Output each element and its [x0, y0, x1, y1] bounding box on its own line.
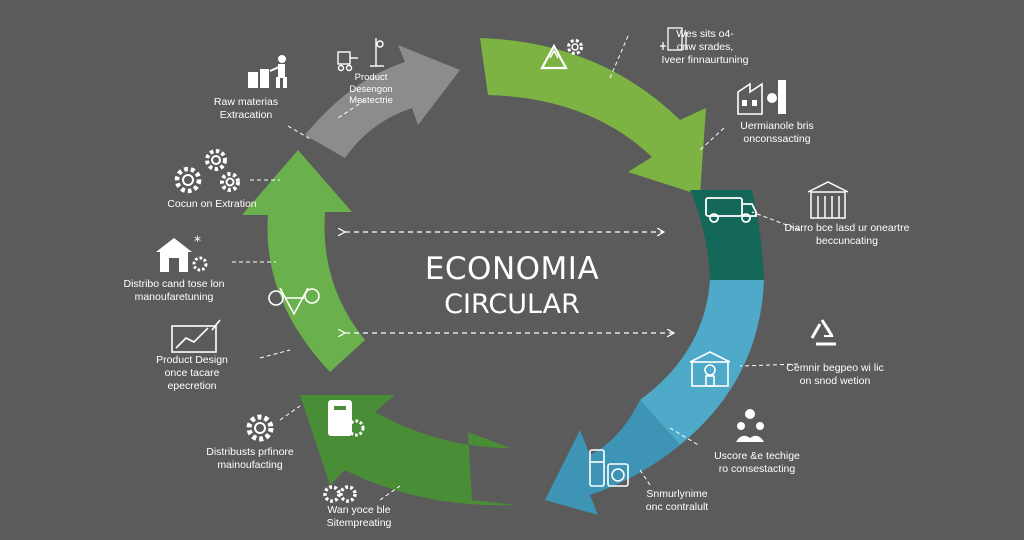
- label-distribution-left-bottom: Distribusts prfinore mainoufacting: [190, 446, 310, 472]
- label-line: Raw materias: [213, 96, 279, 108]
- sweep-icon: [268, 287, 320, 316]
- label-line: onc contralult: [645, 501, 709, 513]
- label-remanufacture: Uermianole bris onconssacting: [722, 120, 832, 146]
- store-icon: [689, 351, 731, 387]
- factory-icon: [737, 80, 786, 115]
- laptop-chart-icon: [171, 319, 221, 353]
- label-line: Wes sits o4-: [676, 28, 734, 40]
- blue-arrow-segment: [545, 400, 680, 515]
- gray-arrow-segment: [305, 45, 460, 158]
- label-raw-materials: Raw materias Extracation: [196, 96, 296, 122]
- label-line: Iveer finnaurtuning: [661, 54, 749, 66]
- label-line: Uermianole bris: [740, 120, 814, 132]
- label-product-design-top: Product Desengon Mestectrie: [336, 72, 406, 107]
- hands-icon: [736, 409, 764, 442]
- battery-icon: [328, 400, 365, 437]
- diagram-title: ECONOMIA CIRCULAR: [362, 250, 662, 322]
- label-line: ro consestacting: [718, 463, 796, 475]
- gears-icon: [323, 485, 357, 503]
- label-line: beccuncating: [816, 235, 878, 247]
- label-distribution-right: Diarro bce lasd ur oneartre beccuncating: [772, 222, 922, 248]
- label-line: Wan yoce ble: [327, 504, 391, 516]
- label-line: Cemnir begpeo wi lic: [786, 362, 884, 374]
- label-use-right: Uscore &e techige ro consestacting: [692, 450, 822, 476]
- label-line: Snmurlynime: [646, 488, 708, 500]
- svg-text:*: *: [194, 234, 201, 250]
- label-line: Distribo cand tose lon: [123, 278, 225, 290]
- label-line: Uscore &e techige: [714, 450, 800, 462]
- machine-icon: [660, 27, 687, 51]
- green-left-arrow-segment: [242, 150, 365, 372]
- label-product-design-left: Product Design once tacare epecretion: [142, 354, 242, 393]
- teal-segment: [690, 190, 764, 280]
- label-consume-bottom: Snmurlynime onc contralult: [622, 488, 732, 514]
- label-line: onconssacting: [743, 133, 811, 145]
- label-line: on snod wetion: [799, 375, 871, 387]
- truck-icon: [705, 197, 757, 223]
- worker-icon: [248, 55, 287, 88]
- green-top-arrow-segment: [480, 38, 706, 195]
- label-line: onw srades,: [676, 41, 734, 53]
- forklift-icon: [337, 38, 384, 72]
- label-waste-bottom: Wan yoce ble Sitempreating: [304, 504, 414, 530]
- title-line-2: CIRCULAR: [444, 289, 580, 320]
- label-line: Cocun on Extration: [167, 198, 257, 210]
- label-distribution-left: Distribo cand tose lon manoufaretuning: [104, 278, 244, 304]
- label-consumer-right: Cemnir begpeo wi lic on snod wetion: [770, 362, 900, 388]
- label-line: Desengon: [349, 83, 393, 95]
- label-line: Mestectrie: [349, 95, 393, 106]
- house-gear-icon: *: [156, 234, 208, 272]
- label-line: Product Design: [156, 354, 228, 366]
- small-gears-icon: [174, 149, 240, 194]
- recycle-icon: [810, 319, 836, 346]
- label-line: Extracation: [219, 109, 273, 121]
- label-line: Distribusts prfinore: [206, 446, 294, 458]
- gear-icon: [567, 39, 583, 55]
- title-line-1: ECONOMIA: [424, 251, 600, 287]
- gear-outline-icon: [246, 414, 274, 442]
- dashed-connectors: [232, 35, 801, 501]
- building-icon: [807, 181, 849, 219]
- label-line: Diarro bce lasd ur oneartre: [784, 222, 910, 234]
- label-line: Sitempreating: [326, 517, 392, 529]
- label-line: once tacare: [164, 367, 220, 379]
- label-line: manoufaretuning: [134, 291, 214, 303]
- label-cocun: Cocun on Extration: [148, 198, 276, 211]
- label-line: Product: [354, 72, 388, 83]
- recycle-triangle-icon: [540, 43, 568, 70]
- appliances-icon: [589, 449, 629, 487]
- label-line: epecretion: [167, 380, 217, 392]
- label-waste-top: Wes sits o4- onw srades, Iveer finnaurtu…: [640, 28, 770, 67]
- label-line: mainoufacting: [217, 459, 283, 471]
